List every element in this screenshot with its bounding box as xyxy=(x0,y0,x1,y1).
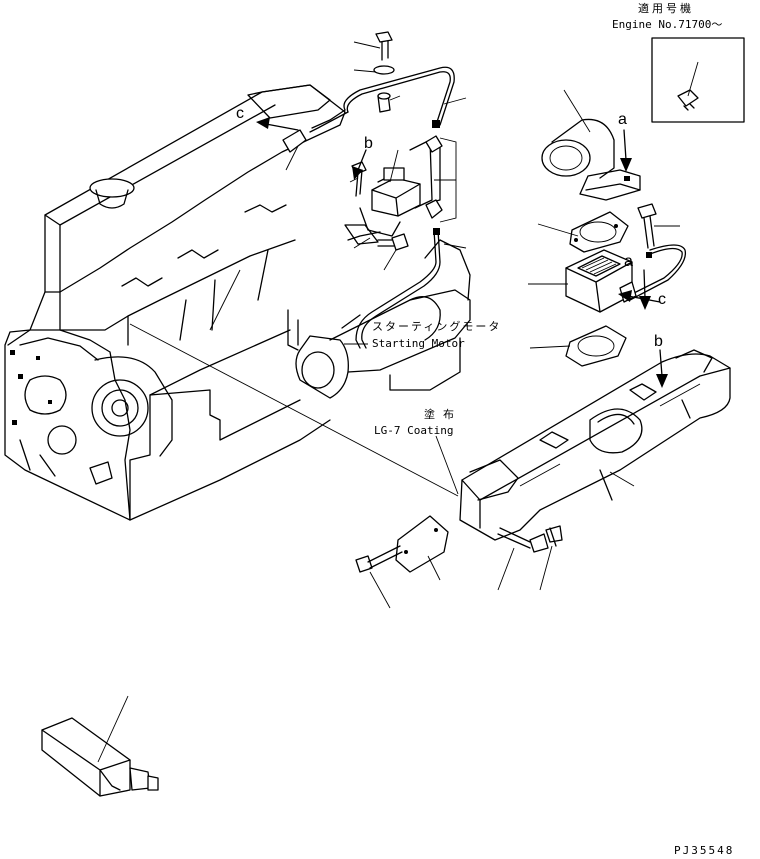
air-heater xyxy=(565,203,657,313)
water-outlet xyxy=(541,118,641,201)
serial-inset xyxy=(651,37,745,123)
ref-letter-c-top: c xyxy=(236,105,244,122)
ref-letter-c-heater: c xyxy=(658,291,666,308)
gasket-upper xyxy=(569,211,629,253)
drawing-number: PJ35548 xyxy=(674,844,734,857)
ref-letter-a-heater: a xyxy=(624,253,633,270)
leader-lines xyxy=(97,41,699,763)
top-bolts xyxy=(373,31,395,113)
engine-block xyxy=(4,84,471,521)
starting-motor-ja-label: スターティングモータ xyxy=(372,319,501,333)
heater-relay xyxy=(344,135,443,251)
reference-arrows xyxy=(256,117,668,388)
coating-en-label: LG-7 Coating xyxy=(374,424,453,437)
tube-assembly xyxy=(282,66,687,349)
ref-letter-a-outlet: a xyxy=(618,111,627,128)
engine-number: Engine No.71700～ xyxy=(612,18,722,31)
coating-ja-label: 塗布 xyxy=(424,407,462,421)
starting-motor-en-label: Starting Motor xyxy=(372,337,465,350)
cover-plate xyxy=(355,515,563,573)
gasket-lower xyxy=(565,325,627,367)
tool xyxy=(41,717,159,797)
ref-letter-b-relay: b xyxy=(364,135,373,152)
serial-label: 適用号機 xyxy=(638,1,694,15)
ref-letter-b-manifold: b xyxy=(654,333,663,350)
intake-manifold xyxy=(459,349,731,541)
